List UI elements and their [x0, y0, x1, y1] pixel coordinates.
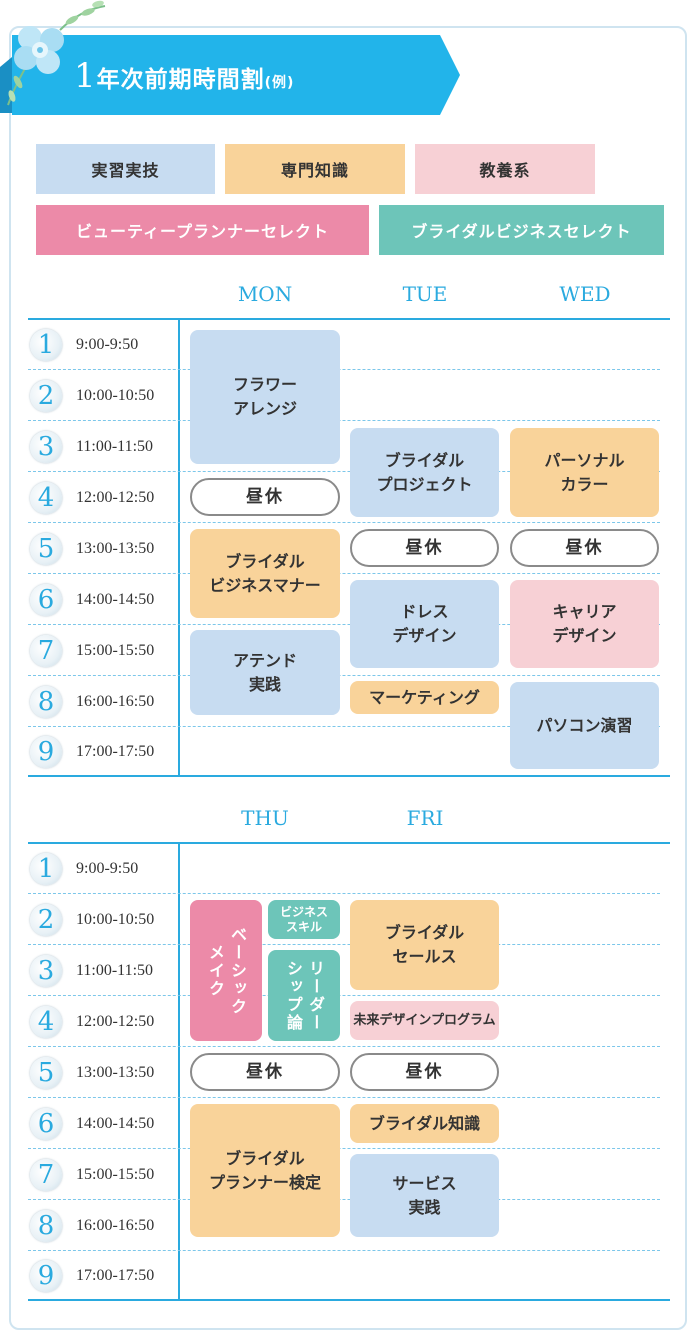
- period-number: 2: [30, 380, 62, 412]
- period-time: 13:00-13:50: [76, 540, 155, 557]
- row-divider: [28, 624, 660, 625]
- period-time: 16:00-16:50: [76, 1217, 155, 1234]
- class-leadership: リーダー シップ論: [268, 950, 340, 1041]
- row-divider: [28, 1046, 660, 1047]
- class-bridal-knowledge: ブライダル知識: [350, 1104, 499, 1143]
- class-dress-design: ドレス デザイン: [350, 580, 499, 668]
- period-number: 9: [30, 736, 62, 768]
- class-marketing: マーケティング: [350, 681, 499, 714]
- row-divider: [28, 944, 660, 945]
- row-divider: [28, 1199, 660, 1200]
- flower-icon: [0, 0, 120, 114]
- table-top-line: [28, 318, 670, 320]
- class-pc-practice: パソコン演習: [510, 682, 659, 769]
- legend-bridal-business: ブライダルビジネスセレクト: [379, 205, 664, 255]
- class-flower-arrange: フラワー アレンジ: [190, 330, 340, 464]
- row-divider: [28, 1097, 660, 1098]
- row-divider: [28, 675, 660, 676]
- row-divider: [28, 726, 660, 727]
- row-divider: [28, 995, 660, 996]
- period-time: 13:00-13:50: [76, 1064, 155, 1081]
- period-number: 8: [30, 686, 62, 718]
- period-number: 7: [30, 635, 62, 667]
- period-number: 1: [30, 329, 62, 361]
- row-divider: [28, 1148, 660, 1149]
- table-top-line: [28, 842, 670, 844]
- class-bridal-planner-exam: ブライダル プランナー検定: [190, 1104, 340, 1237]
- day-header-mon: MON: [237, 282, 293, 306]
- period-time: 17:00-17:50: [76, 743, 155, 760]
- period-number: 4: [30, 1006, 62, 1038]
- class-career-design: キャリア デザイン: [510, 580, 659, 668]
- period-number: 9: [30, 1260, 62, 1292]
- period-time: 9:00-9:50: [76, 860, 139, 877]
- row-divider: [28, 471, 660, 472]
- lunch-break: 昼休: [510, 529, 659, 567]
- class-basic-makeup: ベーシック メイク: [190, 900, 262, 1041]
- row-divider: [28, 1250, 660, 1251]
- period-number: 6: [30, 584, 62, 616]
- period-time: 12:00-12:50: [76, 489, 155, 506]
- period-time: 14:00-14:50: [76, 591, 155, 608]
- period-number: 2: [30, 904, 62, 936]
- period-time: 11:00-11:50: [76, 438, 154, 455]
- period-number: 1: [30, 853, 62, 885]
- class-attend-practice: アテンド 実践: [190, 630, 340, 715]
- period-time: 16:00-16:50: [76, 693, 155, 710]
- period-number: 3: [30, 431, 62, 463]
- period-time: 11:00-11:50: [76, 962, 154, 979]
- row-divider: [28, 420, 660, 421]
- period-number: 8: [30, 1210, 62, 1242]
- period-number: 4: [30, 482, 62, 514]
- period-time: 9:00-9:50: [76, 336, 139, 353]
- legend-practical: 実習実技: [36, 144, 215, 194]
- class-service-practice: サービス 実践: [350, 1154, 499, 1237]
- legend-liberal-arts: 教養系: [415, 144, 595, 194]
- period-time: 17:00-17:50: [76, 1267, 155, 1284]
- page-title: 1年次前期時間割(例): [74, 56, 295, 96]
- lunch-break: 昼休: [190, 1053, 340, 1091]
- period-number: 7: [30, 1159, 62, 1191]
- day-header-tue: TUE: [402, 282, 448, 306]
- period-number: 5: [30, 1057, 62, 1089]
- period-number: 3: [30, 955, 62, 987]
- table-bottom-line: [28, 1299, 670, 1301]
- class-personal-color: パーソナル カラー: [510, 428, 659, 517]
- legend-specialized: 専門知識: [225, 144, 405, 194]
- class-bridal-project: ブライダル プロジェクト: [350, 428, 499, 517]
- legend-beauty-planner: ビューティープランナーセレクト: [36, 205, 369, 255]
- period-time: 14:00-14:50: [76, 1115, 155, 1132]
- day-header-thu: THU: [241, 806, 289, 830]
- period-time: 12:00-12:50: [76, 1013, 155, 1030]
- period-time: 15:00-15:50: [76, 1166, 155, 1183]
- row-divider: [28, 522, 660, 523]
- day-header-wed: WED: [559, 282, 611, 306]
- day-header-fri: FRI: [406, 806, 444, 830]
- lunch-break: 昼休: [350, 529, 499, 567]
- period-number: 6: [30, 1108, 62, 1140]
- period-time: 15:00-15:50: [76, 642, 155, 659]
- row-divider: [28, 893, 660, 894]
- row-divider: [28, 573, 660, 574]
- period-time: 10:00-10:50: [76, 387, 155, 404]
- title-ribbon: [0, 35, 460, 115]
- lunch-break: 昼休: [190, 478, 340, 516]
- lunch-break: 昼休: [350, 1053, 499, 1091]
- table-divider: [178, 319, 180, 776]
- table-bottom-line: [28, 775, 670, 777]
- class-bridal-business-manner: ブライダル ビジネスマナー: [190, 529, 340, 618]
- class-bridal-sales: ブライダル セールス: [350, 900, 499, 990]
- class-future-design-program: 未来デザインプログラム: [350, 1001, 499, 1040]
- period-time: 10:00-10:50: [76, 911, 155, 928]
- period-number: 5: [30, 533, 62, 565]
- table-divider: [178, 843, 180, 1300]
- row-divider: [28, 369, 660, 370]
- class-business-skill: ビジネス スキル: [268, 900, 340, 939]
